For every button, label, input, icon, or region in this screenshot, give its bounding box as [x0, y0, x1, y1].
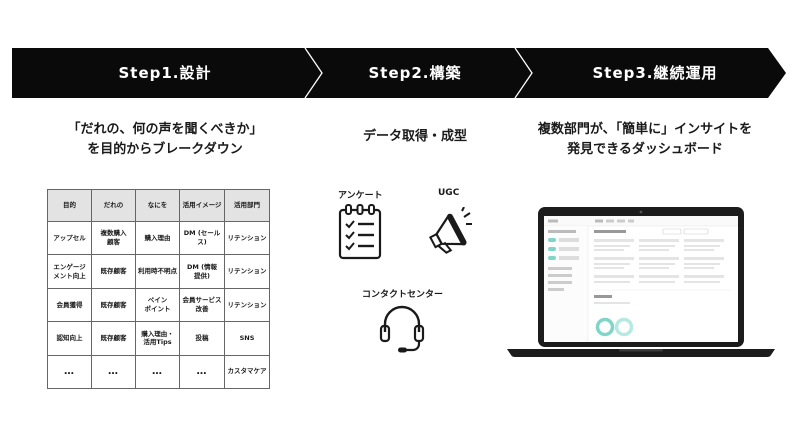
table-cell: 既存顧客	[91, 321, 136, 356]
table-cell: 会員獲得	[47, 287, 92, 323]
clipboard-checklist-icon	[338, 204, 382, 260]
table-cell: 利用時不明点	[135, 254, 180, 289]
table-cell: …	[179, 354, 225, 390]
table-row: 会員獲得既存顧客ペインポイント会員サービス改善リテンション	[47, 287, 270, 323]
table-cell: カスタマケア	[224, 354, 270, 390]
table-cell: 複数購入顧客	[91, 220, 136, 256]
table-cell: DM (情報提供)	[179, 254, 225, 289]
column-header: なにを	[135, 189, 180, 222]
table-cell: リテンション	[224, 287, 270, 323]
step-banner: Step1.設計 Step2.構築 Step3.継続運用	[0, 48, 801, 98]
table-cell: リテンション	[224, 220, 270, 256]
table-cell: エンゲージメント向上	[47, 254, 92, 289]
table-cell: アップセル	[47, 220, 92, 256]
table-cell: …	[135, 354, 180, 390]
headset-icon	[379, 305, 425, 353]
table-cell: リテンション	[224, 254, 270, 289]
contact-center-label: コンタクトセンター	[362, 290, 444, 300]
step-1-heading-line-1: 「だれの、何の声を聞くべきか」	[67, 122, 263, 137]
step-3-label: Step3.継続運用	[592, 64, 718, 82]
table-cell: …	[91, 354, 136, 390]
survey-label: アンケート	[338, 191, 383, 201]
table-cell: 認知向上	[47, 321, 92, 356]
chevron-divider-1	[304, 48, 323, 98]
megaphone-icon	[428, 207, 472, 254]
table-row: …………カスタマケア	[47, 354, 270, 390]
chevron-divider-2	[514, 48, 533, 98]
step-3-heading-line-2: 発見できるダッシュボード	[567, 142, 723, 157]
table-cell: 会員サービス改善	[179, 287, 225, 323]
step-1-heading: 「だれの、何の声を聞くべきか」 を目的からブレークダウン	[30, 120, 300, 160]
step-2-label: Step2.構築	[368, 64, 462, 82]
step-1-label: Step1.設計	[118, 64, 212, 82]
step-3-heading: 複数部門が、「簡単に」インサイトを 発見できるダッシュボード	[505, 120, 785, 160]
laptop-dashboard-icon	[507, 207, 775, 357]
table-cell: SNS	[224, 321, 270, 356]
step-2-heading: データ取得・成型	[362, 129, 467, 144]
column-header: だれの	[91, 189, 136, 222]
table-header-row: 目的 だれの なにを 活用イメージ 活用部門	[47, 189, 270, 222]
table-cell: 購入理由・活用Tips	[135, 321, 180, 356]
table-cell: 既存顧客	[91, 254, 136, 289]
step-3-heading-line-1: 複数部門が、「簡単に」インサイトを	[537, 122, 753, 137]
column-header: 活用部門	[224, 189, 270, 222]
table-cell: 既存顧客	[91, 287, 136, 323]
ugc-label: UGC	[438, 188, 460, 198]
table-cell: DM (セールス)	[179, 220, 225, 256]
banner-background	[12, 48, 786, 98]
chevron-banner-shape	[12, 48, 786, 98]
column-header: 目的	[47, 189, 92, 222]
table-cell: …	[47, 354, 92, 390]
table-cell: 購入理由	[135, 220, 180, 256]
column-header: 活用イメージ	[179, 189, 225, 222]
table-cell: ペインポイント	[135, 287, 180, 323]
table-cell: 投稿	[179, 321, 225, 356]
step-1-heading-line-2: を目的からブレークダウン	[87, 142, 243, 157]
